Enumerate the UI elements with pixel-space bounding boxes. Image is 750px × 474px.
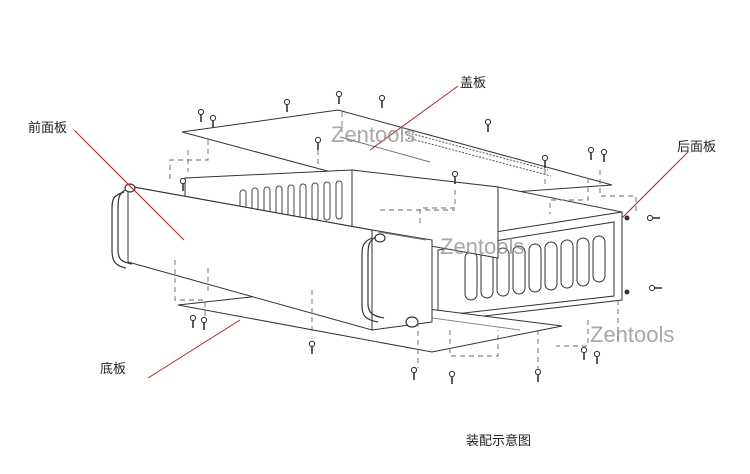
front-left-handle (111, 183, 136, 269)
label-rear-panel: 后面板 (677, 140, 717, 155)
watermark-middle: Zentools (440, 234, 525, 259)
label-bottom-plate: 底板 (100, 362, 127, 377)
leader-top-cover (369, 85, 459, 151)
diagram-caption: 装配示意图 (466, 434, 532, 449)
watermark-top: Zentools (331, 122, 416, 147)
rear-vent-slots (464, 235, 606, 301)
leader-front-panel (73, 129, 185, 241)
leader-rear-panel (621, 151, 689, 219)
watermark-bottom: Zentools (590, 322, 675, 347)
label-front-panel: 前面板 (28, 121, 68, 136)
leader-bottom-plate (147, 319, 241, 379)
front-panel (111, 183, 433, 331)
assembly-guide-lines (169, 112, 637, 370)
callout-leaders (73, 85, 689, 379)
front-right-handle (361, 233, 419, 328)
label-top-cover: 盖板 (460, 76, 487, 91)
